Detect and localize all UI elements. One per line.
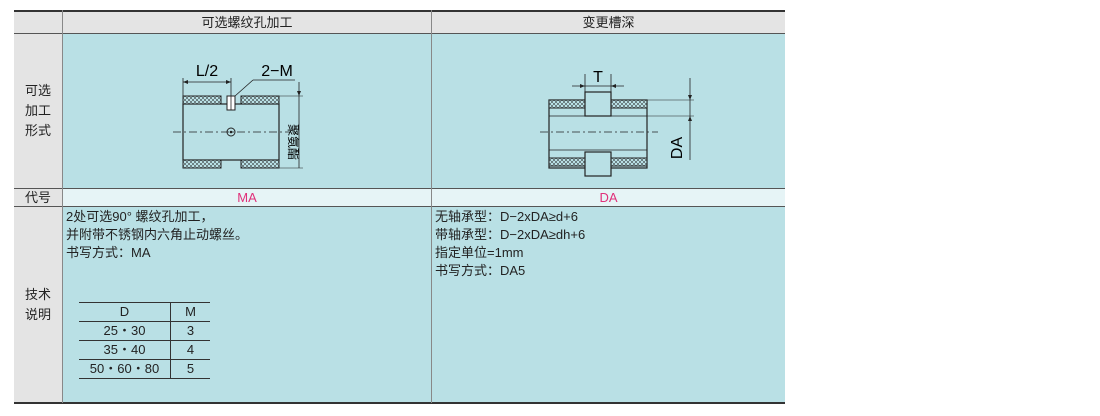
corner-cell [14, 10, 62, 33]
drawing-ma-cell: L/2 2−M 聚氨酯 [63, 34, 431, 188]
code-ma: MA [63, 189, 431, 206]
drawing-da-cell: T DA [432, 34, 785, 188]
row-label-code: 代号 [14, 189, 62, 206]
header-groove-depth: 变更槽深 [432, 10, 785, 33]
drawing-da: T DA [540, 69, 694, 177]
desc-da-line: 书写方式：DA5 [435, 263, 526, 278]
table-row: 25・30 3 [79, 321, 210, 341]
rule [14, 33, 785, 34]
code-da: DA [432, 189, 785, 206]
drawing-ma: L/2 2−M 聚氨酯 [173, 63, 303, 169]
dim-da: DA [669, 137, 686, 160]
header-optional-thread: 可选螺纹孔加工 [63, 10, 431, 33]
desc-ma-line: 并附带不锈钢内六角止动螺丝。 [66, 227, 249, 242]
desc-ma-line: 2处可选90° 螺纹孔加工， [66, 209, 214, 224]
dim-half-length: L/2 [196, 63, 218, 80]
divider [431, 10, 432, 403]
desc-da-cell: 无轴承型：D−2xDA≥d+6 带轴承型：D−2xDA≥dh+6 指定单位=1m… [432, 207, 785, 403]
desc-da-line: 指定单位=1mm [435, 245, 524, 260]
table-row: 50・60・80 5 [79, 359, 210, 379]
desc-ma-cell: 2处可选90° 螺纹孔加工， 并附带不锈钢内六角止动螺丝。 书写方式：MA D … [63, 207, 431, 403]
rule [14, 206, 785, 207]
rule [14, 188, 785, 189]
thread-size-table: D M 25・30 3 35・40 4 50・60・80 5 [79, 302, 210, 379]
spec-table: 可选螺纹孔加工 变更槽深 可选 加工 形式 [14, 10, 785, 404]
rule-top [14, 10, 785, 12]
table-cell-m: 4 [170, 340, 210, 360]
desc-da-line: 无轴承型：D−2xDA≥d+6 [435, 209, 578, 224]
table-cell-m: 5 [170, 359, 210, 379]
table-header-m: M [170, 302, 210, 322]
table-row: 35・40 4 [79, 340, 210, 360]
dim-t: T [593, 69, 603, 86]
table-header-row: D M [79, 302, 210, 322]
material-label: 聚氨酯 [286, 124, 300, 160]
dim-thread: 2−M [261, 63, 293, 80]
table-cell-d: 50・60・80 [79, 359, 171, 379]
table-header-d: D [79, 302, 171, 322]
desc-ma-line: 书写方式：MA [66, 245, 151, 260]
table-cell-m: 3 [170, 321, 210, 341]
row-label-form: 可选 加工 形式 [14, 34, 62, 188]
table-cell-d: 35・40 [79, 340, 171, 360]
row-label-desc: 技术 说明 [14, 207, 62, 403]
rule-bottom [14, 402, 785, 404]
divider [62, 10, 63, 403]
table-cell-d: 25・30 [79, 321, 171, 341]
desc-da-line: 带轴承型：D−2xDA≥dh+6 [435, 227, 586, 242]
